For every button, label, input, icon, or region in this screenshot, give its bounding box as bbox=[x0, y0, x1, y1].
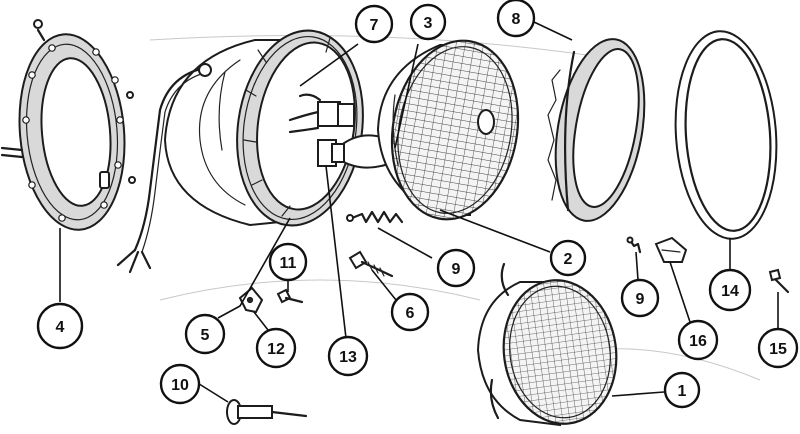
callout-label: 9 bbox=[452, 261, 461, 278]
callout-8: 8 bbox=[496, 0, 536, 38]
callout-label: 3 bbox=[424, 15, 433, 32]
callout-9-lower: 9 bbox=[620, 278, 660, 318]
callout-label: 12 bbox=[267, 341, 285, 358]
callout-3: 3 bbox=[409, 3, 447, 41]
callout-label: 16 bbox=[689, 333, 707, 350]
callout-12: 12 bbox=[255, 327, 297, 369]
part-9-spring-upper bbox=[346, 210, 404, 224]
part-1-headlamp-assembly bbox=[476, 262, 618, 427]
part-11-screw bbox=[276, 288, 304, 304]
part-2-sealed-beam-unit bbox=[376, 39, 520, 221]
callout-5: 5 bbox=[184, 313, 226, 355]
callout-6: 6 bbox=[390, 292, 430, 332]
part-5-housing-bucket bbox=[163, 29, 395, 227]
part-14-trim-ring bbox=[674, 30, 778, 240]
callout-label: 14 bbox=[721, 283, 739, 300]
callout-9-upper: 9 bbox=[436, 248, 476, 288]
callout-label: 1 bbox=[678, 383, 687, 400]
callout-label: 4 bbox=[56, 319, 65, 336]
callout-1: 1 bbox=[663, 371, 701, 409]
callout-label: 6 bbox=[406, 305, 415, 322]
callout-10: 10 bbox=[159, 363, 201, 405]
part-16-retainer-clip bbox=[654, 236, 688, 263]
callout-14: 14 bbox=[708, 268, 752, 312]
callout-label: 11 bbox=[280, 255, 297, 272]
callout-label: 8 bbox=[512, 11, 521, 28]
part-8-retaining-ring bbox=[547, 38, 646, 222]
ring-holes bbox=[22, 44, 124, 222]
part-6-adjusting-screw bbox=[348, 250, 394, 278]
part-4-mounting-ring bbox=[0, 19, 136, 231]
callout-label: 2 bbox=[564, 251, 573, 268]
callout-label: 5 bbox=[201, 327, 210, 344]
leader-lines bbox=[59, 21, 779, 403]
callout-4: 4 bbox=[36, 302, 84, 350]
rim-slots bbox=[243, 37, 331, 217]
callout-label: 9 bbox=[636, 291, 645, 308]
callout-16: 16 bbox=[677, 319, 719, 361]
part-10-rivet bbox=[226, 399, 308, 425]
part-9-spring-lower bbox=[626, 236, 642, 254]
pigtail-wire bbox=[116, 63, 212, 274]
callout-label: 7 bbox=[370, 17, 379, 34]
callout-11: 11 bbox=[268, 242, 308, 282]
callout-7: 7 bbox=[354, 4, 394, 44]
callout-label: 15 bbox=[769, 341, 787, 358]
part-15-screw bbox=[768, 268, 790, 294]
callout-15: 15 bbox=[757, 327, 799, 369]
callout-label: 13 bbox=[339, 349, 357, 366]
callout-13: 13 bbox=[327, 335, 369, 377]
callout-label: 10 bbox=[171, 377, 189, 394]
callout-2: 2 bbox=[549, 239, 587, 277]
